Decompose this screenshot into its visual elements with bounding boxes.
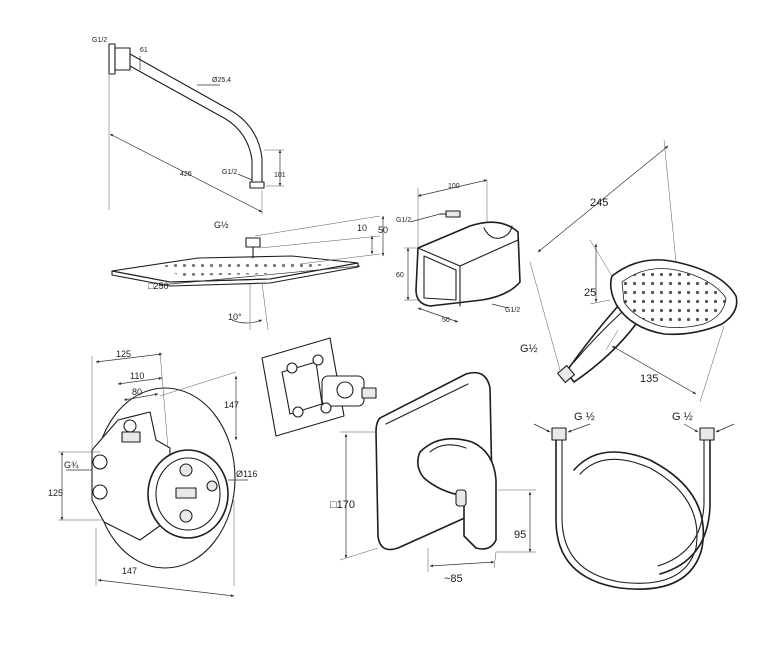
head-thread: G½ [214, 220, 229, 230]
mixer-diverter [455, 489, 467, 507]
hose-thread-left: G ½ [574, 411, 595, 423]
hand-handle: 135 [640, 373, 658, 385]
hand-shower-connector [556, 364, 576, 384]
arm-thread-bottom: G1/2 [222, 169, 237, 176]
head-height: 50 [378, 225, 388, 235]
head-thickness: 10 [357, 223, 367, 233]
box-diameter: Ø116 [236, 469, 257, 479]
hand-thread: G½ [520, 343, 538, 355]
hose-thread-right: G ½ [672, 411, 693, 423]
box-height: 125 [48, 488, 63, 498]
hose-left-nut [551, 427, 567, 441]
mixer-lever-drop: 95 [514, 529, 526, 541]
arm-pipe [129, 53, 263, 183]
holder-width: 100 [448, 183, 460, 190]
hose-coil [555, 435, 705, 590]
arm-flange-dim: 61 [140, 47, 148, 54]
arm-length: 426 [180, 171, 192, 178]
arm-wall-flange [108, 43, 116, 75]
arm-diameter: Ø25,4 [212, 77, 231, 84]
rain-shower-head: G½ 10 50 □250 10° [111, 215, 388, 331]
holder-depth: 50 [442, 317, 450, 324]
hand-shower-handle [565, 305, 637, 383]
box-width: 125 [116, 349, 131, 359]
box-inner2: 80 [132, 387, 142, 397]
holder-cradle [483, 225, 513, 239]
concealed-box: 125 110 80 147 G¾ 125 Ø116 147 [48, 349, 257, 598]
hand-shower-spray-face [621, 268, 727, 328]
box-inner: 110 [130, 371, 144, 381]
mixer-projection: ~85 [444, 573, 463, 585]
arm-thread-top: G1/2 [92, 37, 107, 44]
box-bottom: 147 [122, 566, 137, 576]
holder-thread-out: G1/2 [505, 307, 520, 314]
head-connector [245, 237, 261, 248]
shower-arm: G1/2 61 Ø25,4 426 G1/2 101 [92, 37, 286, 214]
arm-drop: 101 [274, 172, 286, 179]
holder-height: 60 [396, 272, 404, 279]
arm-outlet [249, 181, 265, 189]
shower-hose: G ½ G ½ [533, 411, 735, 590]
valve-cartridge [321, 375, 365, 407]
hand-length: 245 [590, 197, 608, 209]
valve-body [261, 337, 377, 437]
box-thread: G¾ [64, 460, 79, 470]
mixer-trim: □170 95 ~85 [330, 371, 536, 585]
head-tilt: 10° [228, 312, 242, 322]
hose-right-nut [699, 427, 715, 441]
holder-body [415, 221, 521, 307]
hand-face: 25 [584, 287, 596, 299]
hand-shower: 245 25 G½ 135 [520, 139, 738, 403]
holder-thread-in: G1/2 [396, 217, 411, 224]
holder-pin [445, 210, 461, 218]
mixer-size: □170 [330, 499, 355, 511]
arm-flange-plate [114, 47, 131, 71]
shower-holder: 100 G1/2 60 50 G1/2 [396, 179, 521, 324]
head-size: □250 [148, 281, 168, 291]
box-depth: 147 [224, 400, 239, 410]
